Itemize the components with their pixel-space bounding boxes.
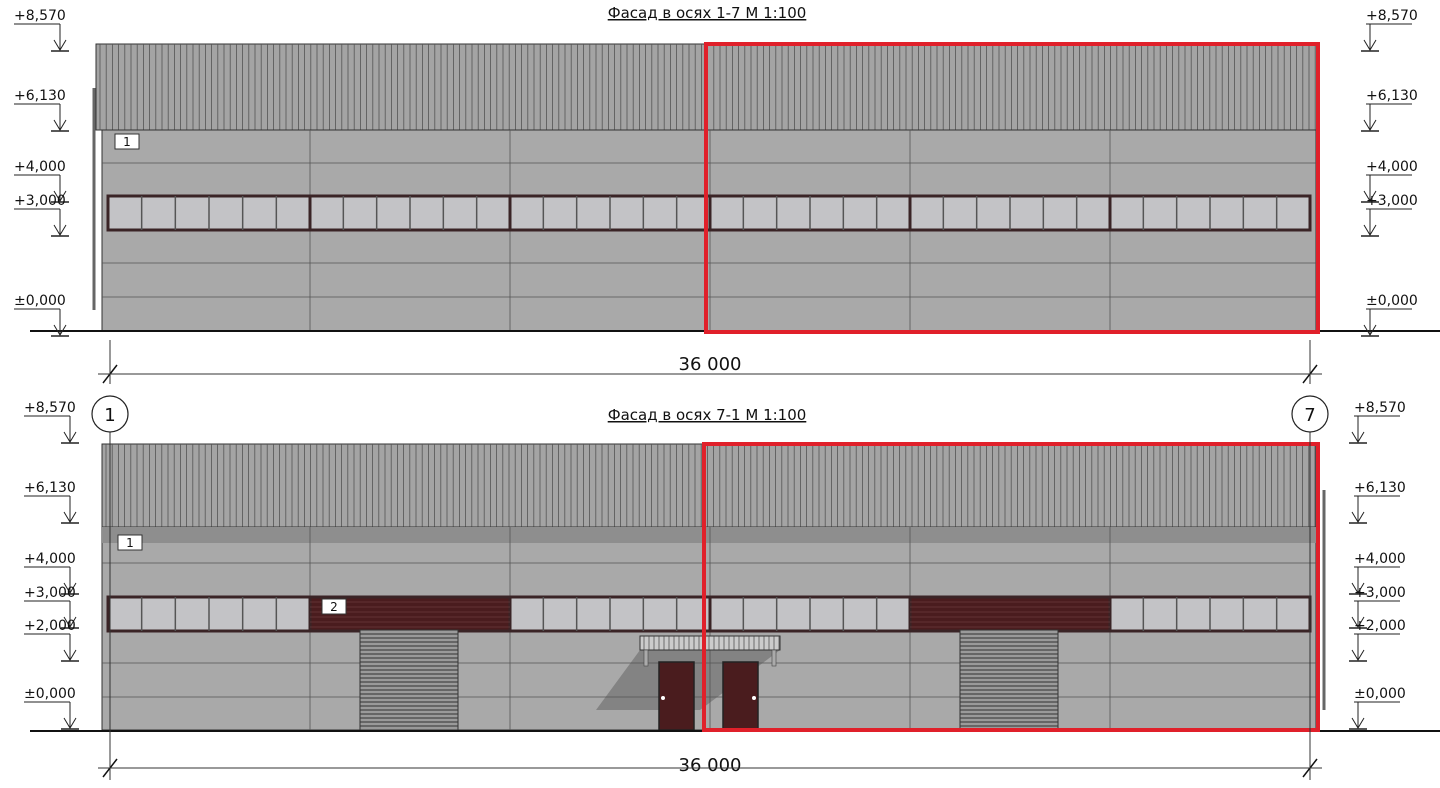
door-handle-icon [661, 696, 665, 700]
level-mark-label: +2,000 [1354, 618, 1406, 634]
level-arrow-icon [1351, 616, 1365, 628]
level-arrow-icon [53, 190, 67, 202]
level-mark-label: +6,130 [1354, 480, 1406, 496]
level-arrow-icon [1363, 190, 1377, 202]
level-arrow-icon [1351, 431, 1365, 443]
level-mark-label: +4,000 [1366, 159, 1418, 175]
callout-tag-label: 2 [330, 600, 338, 614]
axis-marker-1 [91, 395, 129, 433]
level-arrow-icon [63, 717, 77, 729]
callout-tag [114, 133, 140, 150]
level-arrow-icon [63, 582, 77, 594]
roof-ribs [105, 444, 1316, 527]
level-arrow-icon [53, 119, 67, 131]
level-arrow-icon [1363, 324, 1377, 336]
level-arrow-icon [53, 39, 67, 51]
roller-shutter-door [359, 629, 459, 731]
highlight-frame [704, 42, 1320, 334]
level-arrow-icon [1351, 511, 1365, 523]
level-mark-label: +3,000 [1354, 585, 1406, 601]
entrance-door [658, 661, 695, 731]
callout-tag [321, 598, 347, 615]
shutter-slats [960, 633, 1058, 727]
callout-tag [117, 534, 143, 551]
level-mark-label: +3,000 [14, 193, 66, 209]
level-arrow-icon [1363, 119, 1377, 131]
level-mark-label: +2,000 [24, 618, 76, 634]
level-arrow-icon [53, 224, 67, 236]
canopy-bracket [643, 649, 649, 667]
level-arrow-icon [63, 649, 77, 661]
axis-marker-7 [1291, 395, 1329, 433]
level-mark-label: +4,000 [1354, 551, 1406, 567]
dimension-top: 36 000 [679, 354, 742, 375]
level-mark-label: +3,000 [24, 585, 76, 601]
dimension-bottom: 36 000 [679, 755, 742, 776]
entrance-door [722, 661, 759, 731]
cladding-lines [310, 601, 510, 628]
level-mark-label: ±0,000 [14, 293, 66, 309]
roof-ribs [99, 44, 1316, 130]
level-mark-label: +6,130 [14, 88, 66, 104]
level-arrow-icon [1351, 649, 1365, 661]
roller-shutter-door [959, 629, 1059, 731]
callout-tag-label: 1 [126, 536, 134, 550]
callout-tag-label: 1 [123, 135, 131, 149]
level-arrow-icon [53, 324, 67, 336]
level-mark-label: +8,570 [14, 8, 66, 24]
level-arrow-icon [63, 431, 77, 443]
level-mark-label: +8,570 [1354, 400, 1406, 416]
shutter-slats [360, 633, 458, 727]
level-arrow-icon [1363, 224, 1377, 236]
level-mark-label: +4,000 [24, 551, 76, 567]
level-mark-label: +3,000 [1366, 193, 1418, 209]
cladding-lines [910, 601, 1110, 628]
level-mark-label: +4,000 [14, 159, 66, 175]
eave-shadow [102, 527, 1316, 543]
facade-1-title: Фасад в осях 1-7 М 1:100 [608, 4, 807, 22]
level-arrow-icon [63, 616, 77, 628]
roof-cladding [101, 443, 1317, 528]
door-handle-icon [752, 696, 756, 700]
brown-cladding-band [908, 595, 1112, 633]
entrance-canopy [639, 635, 781, 651]
level-arrow-icon [1363, 39, 1377, 51]
level-mark-label: ±0,000 [1354, 686, 1406, 702]
axis-marker-1-label: 1 [104, 405, 115, 426]
facade-2-title: Фасад в осях 7-1 М 1:100 [608, 406, 807, 424]
level-mark-label: +6,130 [24, 480, 76, 496]
level-arrow-icon [63, 511, 77, 523]
level-mark-label: +8,570 [1366, 8, 1418, 24]
canopy-bracket [771, 649, 777, 667]
level-mark-label: +8,570 [24, 400, 76, 416]
level-mark-label: +6,130 [1366, 88, 1418, 104]
axis-marker-7-label: 7 [1304, 405, 1315, 426]
level-mark-label: ±0,000 [1366, 293, 1418, 309]
level-arrow-icon [1351, 582, 1365, 594]
highlight-frame [702, 442, 1320, 732]
level-arrow-icon [1351, 717, 1365, 729]
level-mark-label: ±0,000 [24, 686, 76, 702]
